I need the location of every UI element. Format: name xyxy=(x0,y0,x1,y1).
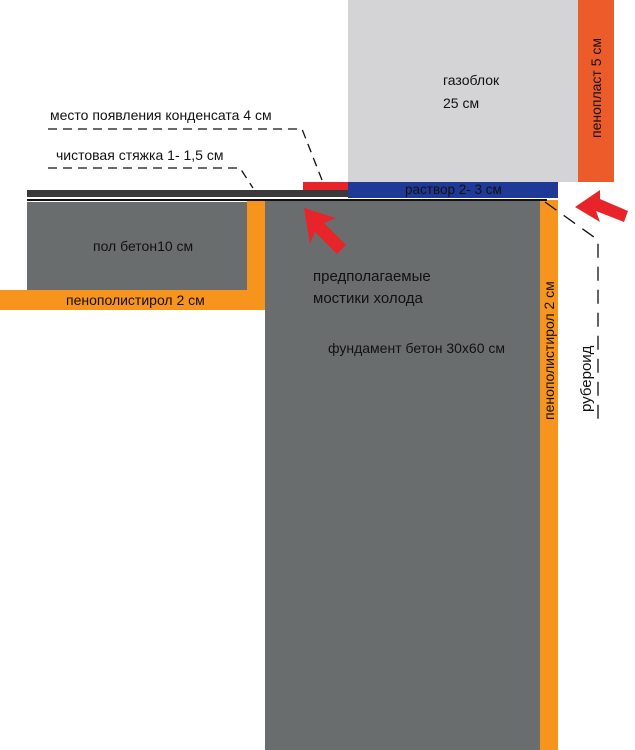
screed-label: чистовая стяжка 1- 1,5 см xyxy=(56,147,224,163)
screed-layer xyxy=(27,190,348,197)
gas-block xyxy=(348,0,578,182)
penoplast-layer xyxy=(578,0,614,182)
floor-label: пол бетон10 см xyxy=(93,238,194,254)
screed-underline xyxy=(27,199,547,201)
ruberoid-label: рубероид xyxy=(578,345,595,412)
foundation-concrete xyxy=(265,200,540,750)
floor-insulation-right xyxy=(247,200,265,290)
condensate-marker xyxy=(303,182,348,190)
penoplast-label: пенопласт 5 см xyxy=(588,37,604,138)
gas-block-label-line2: 25 см xyxy=(443,95,480,111)
cold-bridges-label-line2: мостики холода xyxy=(313,290,423,307)
eps-horizontal-layer xyxy=(0,290,265,310)
condensate-label: место появления конденсата 4 см xyxy=(50,107,272,123)
cold-bridges-label-line1: предполагаемые xyxy=(313,268,431,285)
eps-vertical-label: пенополистирол 2 см xyxy=(541,281,557,420)
gas-block-label-line1: газоблок xyxy=(443,72,500,88)
mortar-layer xyxy=(348,182,558,198)
floor-concrete xyxy=(27,202,247,290)
cold-bridge-arrow-right xyxy=(575,190,628,222)
mortar-label: раствор 2- 3 см xyxy=(405,182,502,197)
foundation-label: фундамент бетон 30х60 см xyxy=(328,340,505,356)
screed-leader xyxy=(48,167,254,189)
eps-horizontal-label: пенополистирол 2 см xyxy=(66,292,205,308)
